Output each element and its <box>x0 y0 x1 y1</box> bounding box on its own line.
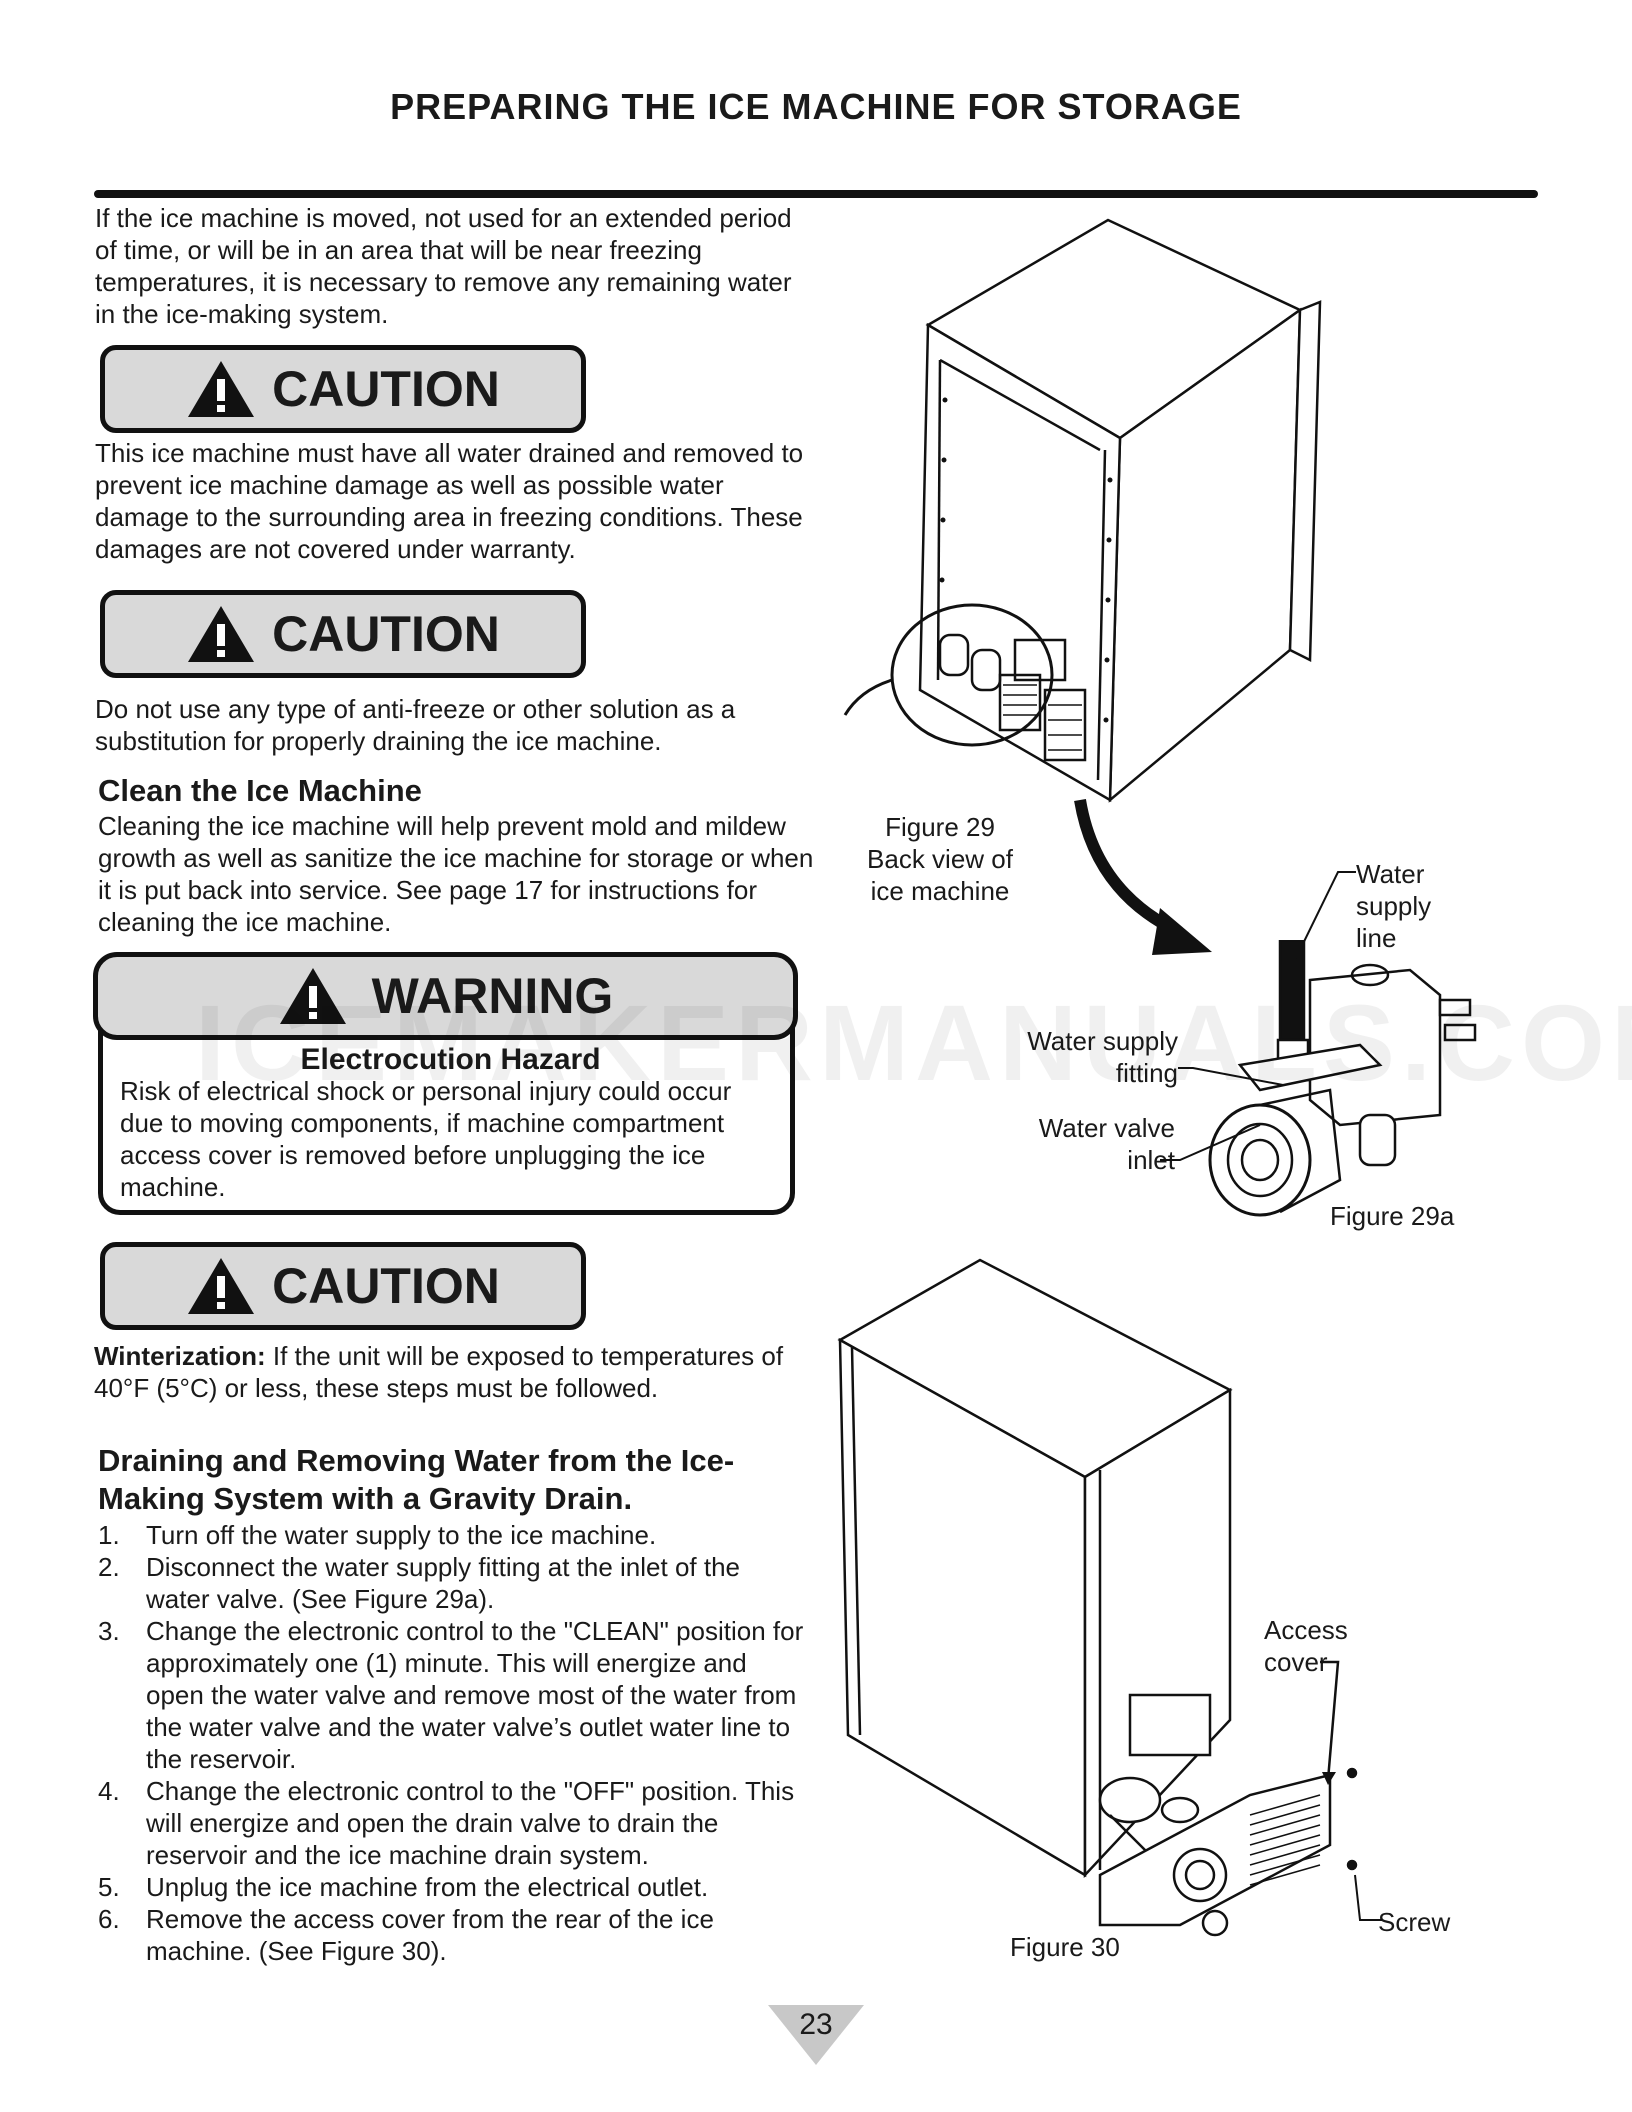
caution-label: CAUTION <box>272 1258 500 1314</box>
caution-badge-3: CAUTION <box>100 1242 586 1330</box>
list-item: 6.Remove the access cover from the rear … <box>98 1904 714 1966</box>
winterization-lead: Winterization: <box>94 1341 266 1371</box>
list-item: 3.Change the electronic control to the "… <box>98 1616 804 1774</box>
figure-30-illustration <box>837 1258 1358 1937</box>
leader-line-supply <box>1295 871 1356 959</box>
label-water-valve-inlet: Water valve inlet <box>1038 1113 1175 1175</box>
leader-line-fitting <box>1178 1067 1284 1086</box>
caution-label: CAUTION <box>272 606 500 662</box>
list-item: 2.Disconnect the water supply fitting at… <box>98 1552 741 1614</box>
clean-heading: Clean the Ice Machine <box>98 773 422 808</box>
label-water-supply-fitting: Water supply fitting <box>1027 1026 1178 1088</box>
figure-29-illustration <box>843 218 1322 803</box>
page-number-triangle <box>768 2005 864 2065</box>
warning-triangle-icon <box>188 361 255 417</box>
label-water-supply-line: Water supply line <box>1356 859 1432 953</box>
caution-1-text: This ice machine must have all water dra… <box>95 438 804 564</box>
leader-line-inlet <box>1160 1124 1261 1161</box>
warning-subheading: Electrocution Hazard <box>300 1043 601 1076</box>
page-number: 23 <box>799 2008 833 2041</box>
list-item: 1.Turn off the water supply to the ice m… <box>98 1520 657 1550</box>
warning-label: WARNING <box>371 968 614 1024</box>
figure-29-caption: Figure 29 Back view of ice machine <box>867 812 1013 906</box>
caution-badge-2: CAUTION <box>100 590 586 678</box>
caution-2-text: Do not use any type of anti-freeze or ot… <box>95 694 736 756</box>
caution-label: CAUTION <box>272 361 500 417</box>
page-title: PREPARING THE ICE MACHINE FOR STORAGE <box>390 86 1242 127</box>
figure-29a-caption: Figure 29a <box>1330 1201 1455 1231</box>
list-item: 5.Unplug the ice machine from the electr… <box>98 1872 709 1902</box>
warning-triangle-icon <box>188 1258 255 1314</box>
figure-30-caption: Figure 30 <box>1010 1932 1120 1962</box>
intro-paragraph: If the ice machine is moved, not used fo… <box>95 203 792 329</box>
warning-badge: WARNING <box>93 952 798 1040</box>
warning-triangle-icon <box>279 968 346 1024</box>
warning-triangle-icon <box>188 606 255 662</box>
figure-29a-illustration <box>1208 940 1477 1217</box>
watermark: ICEMAKERMANUALS.COM <box>195 982 1632 1103</box>
draining-steps: 1.Turn off the water supply to the ice m… <box>98 1519 808 1967</box>
draining-heading: Draining and Removing Water from the Ice… <box>98 1443 735 1516</box>
winterization-text: If the unit will be exposed to temperatu… <box>94 1341 784 1403</box>
label-screw: Screw <box>1378 1907 1451 1937</box>
list-item: 4.Change the electronic control to the "… <box>98 1776 795 1870</box>
caution-badge-1: CAUTION <box>100 345 586 433</box>
curved-arrow-icon <box>1074 799 1212 955</box>
warning-text: Risk of electrical shock or personal inj… <box>120 1076 732 1202</box>
leader-line-access-cover <box>1320 1660 1340 1785</box>
winterization-paragraph: Winterization: If the unit will be expos… <box>94 1340 814 1404</box>
title-rule <box>94 190 1538 198</box>
label-access-cover: Access cover <box>1264 1615 1348 1677</box>
clean-paragraph: Cleaning the ice machine will help preve… <box>98 811 814 937</box>
leader-line-screw <box>1354 1874 1382 1921</box>
